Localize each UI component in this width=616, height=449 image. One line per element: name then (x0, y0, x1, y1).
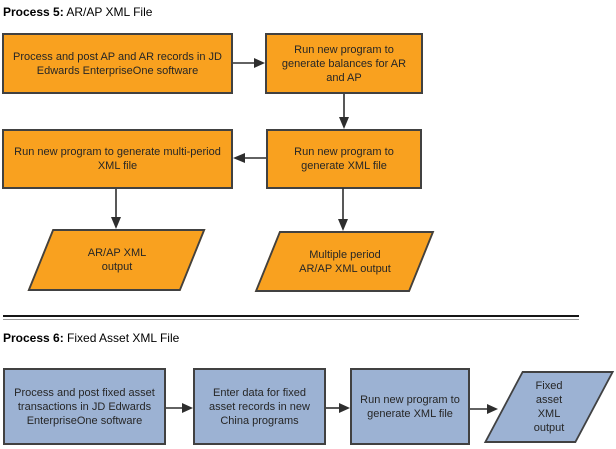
node-process-enter-fixed-asset-data: Enter data for fixed asset records in ne… (193, 368, 326, 445)
node-label: Run new program to generate XML file (294, 146, 394, 172)
node-process-generate-xml: Run new program to generate XML file (266, 129, 422, 189)
process6-title-prefix: Process 6: (3, 331, 64, 345)
arrow-post-to-enter-data (166, 403, 193, 413)
node-process-post-ap-ar: Process and post AP and AR records in JD… (2, 33, 233, 94)
arrow-xml-to-multiple-period-output (338, 188, 348, 231)
process5-title-text: AR/AP XML File (63, 5, 153, 19)
arrow-xml-to-multi-period (233, 153, 266, 163)
process5-title: Process 5: AR/AP XML File (3, 5, 152, 19)
node-label: Process and post AP and AR records in JD… (13, 50, 222, 77)
node-label: Fixed asset XML output (533, 380, 565, 434)
arrow-post-to-balances (233, 58, 265, 68)
node-output-arap-xml: AR/AP XML output (27, 229, 206, 291)
node-label: Run new program to generate balances for… (281, 43, 407, 84)
node-label: Run new program to generate XML file (360, 393, 460, 420)
arrow-generate-to-output (470, 404, 498, 414)
node-label: Multiple period AR/AP XML output (299, 248, 391, 275)
node-label: Enter data for fixed asset records in ne… (209, 386, 310, 427)
arrow-multi-period-to-output (111, 189, 121, 229)
node-process-post-fixed-asset: Process and post fixed asset transaction… (3, 368, 166, 445)
process5-title-prefix: Process 5: (3, 5, 64, 19)
section-divider (3, 315, 579, 320)
node-label-wrap: Multiple period AR/AP XML output (255, 231, 435, 292)
node-output-fixed-asset-xml: Fixed asset XML output (483, 371, 615, 443)
node-process-generate-fixed-asset-xml: Run new program to generate XML file (350, 368, 470, 445)
node-label: Process and post fixed asset transaction… (14, 386, 155, 427)
process6-title-text: Fixed Asset XML File (63, 331, 180, 345)
node-label-wrap: Fixed asset XML output (484, 371, 614, 443)
process6-title: Process 6: Fixed Asset XML File (3, 331, 179, 345)
node-label: Run new program to generate multi-period… (14, 146, 221, 172)
node-label-wrap: AR/AP XML output (28, 229, 206, 291)
node-label: AR/AP XML output (87, 247, 147, 273)
arrow-enter-data-to-generate (326, 403, 350, 413)
node-process-generate-multi-period-xml: Run new program to generate multi-period… (2, 129, 233, 189)
node-output-multiple-period: Multiple period AR/AP XML output (254, 231, 435, 292)
arrow-balances-to-xml (339, 94, 349, 129)
node-process-generate-balances: Run new program to generate balances for… (265, 33, 423, 94)
